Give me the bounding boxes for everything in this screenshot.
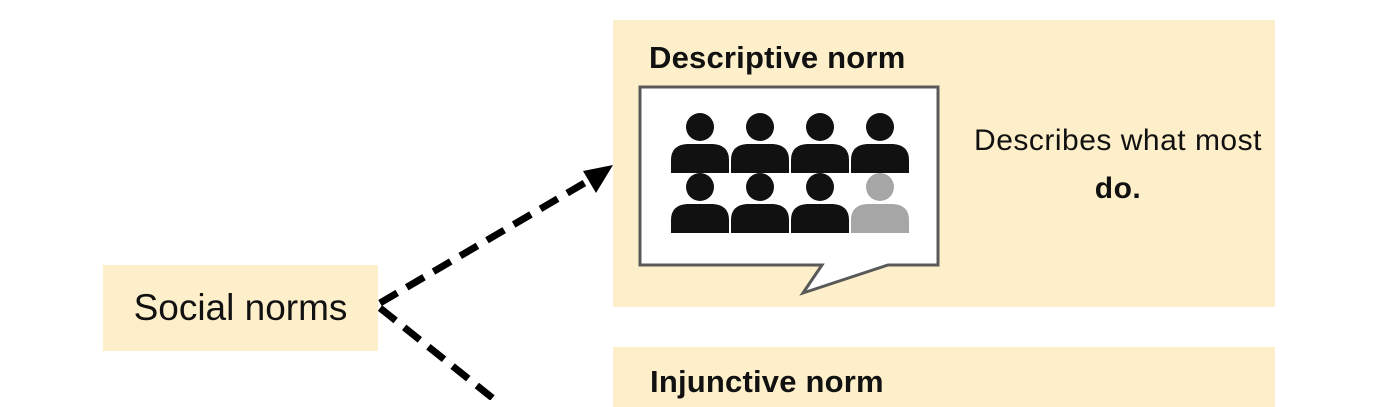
social-norms-label: Social norms bbox=[133, 287, 348, 328]
arrowhead-descriptive bbox=[583, 165, 613, 193]
social-norms-box: Social norms bbox=[103, 265, 378, 351]
person-body bbox=[851, 204, 909, 233]
injunctive-norm-title: Injunctive norm bbox=[650, 364, 884, 399]
arrow-to-descriptive-norm bbox=[378, 174, 595, 307]
descriptive-norm-description: Describes what most do. bbox=[968, 117, 1268, 213]
person-body bbox=[731, 204, 789, 233]
person-head bbox=[686, 113, 714, 141]
injunctive-norm-panel: Injunctive norm bbox=[613, 347, 1275, 407]
person-body bbox=[671, 144, 729, 173]
description-emphasis: do. bbox=[1094, 172, 1142, 205]
person-head bbox=[686, 173, 714, 201]
person-body bbox=[791, 144, 849, 173]
person-head bbox=[806, 113, 834, 141]
descriptive-norm-title: Descriptive norm bbox=[649, 40, 906, 75]
person-head bbox=[866, 173, 894, 201]
person-icon bbox=[791, 173, 849, 233]
person-body bbox=[851, 144, 909, 173]
description-text: Describes what most bbox=[974, 124, 1262, 157]
person-head bbox=[746, 173, 774, 201]
person-icon bbox=[731, 173, 789, 233]
person-body bbox=[791, 204, 849, 233]
person-icon bbox=[671, 113, 729, 173]
person-icon bbox=[851, 113, 909, 173]
person-icon bbox=[791, 113, 849, 173]
person-icon bbox=[731, 113, 789, 173]
person-icon bbox=[671, 173, 729, 233]
speech-bubble-icon bbox=[638, 85, 940, 296]
person-body bbox=[671, 204, 729, 233]
crowd-of-people-icon bbox=[671, 113, 909, 233]
person-head bbox=[746, 113, 774, 141]
person-head bbox=[806, 173, 834, 201]
person-head bbox=[866, 113, 894, 141]
arrow-to-injunctive-norm bbox=[377, 305, 501, 400]
person-icon bbox=[851, 173, 909, 233]
person-body bbox=[731, 144, 789, 173]
